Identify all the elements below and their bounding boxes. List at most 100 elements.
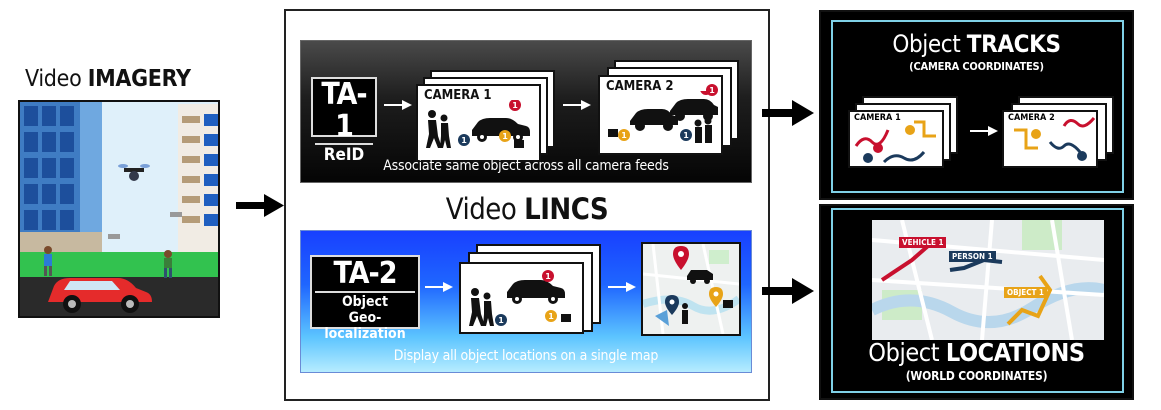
lincs-title: Video LINCS — [284, 192, 770, 226]
imagery-title-prefix: Video — [25, 66, 82, 92]
badge-navy-icon — [495, 314, 507, 326]
arrow-right-icon — [236, 194, 284, 217]
badge-gold-icon — [545, 310, 557, 322]
tracks-title-prefix: Object — [892, 30, 961, 58]
arrow-right-icon — [762, 100, 814, 126]
camera1-objects: 1 1 1 — [426, 100, 530, 148]
track-red — [854, 129, 890, 147]
svg-text:1: 1 — [545, 272, 551, 281]
pedestrian-right — [164, 250, 172, 278]
track-cam2-label: CAMERA 2 — [1008, 113, 1055, 123]
map-pin-navy-icon — [665, 295, 679, 315]
track-navy — [1048, 141, 1082, 153]
svg-text:1: 1 — [709, 86, 715, 95]
arrow-right-icon — [762, 278, 814, 304]
badge-gold-icon — [499, 130, 511, 142]
svg-text:1: 1 — [498, 316, 504, 325]
track-gold — [914, 120, 936, 138]
tracks-title: Object TRACKS — [819, 30, 1134, 58]
pedestrian-left — [44, 246, 52, 276]
camera2-card: CAMERA 2 1 1 — [598, 75, 723, 155]
map-pin-red-icon — [673, 246, 689, 270]
imagery-title-bold: IMAGERY — [87, 66, 191, 92]
badge-red-text: 1 — [512, 101, 518, 110]
arrow-small-icon — [384, 100, 412, 110]
red-car-icon — [48, 278, 152, 313]
track-cam1-card: CAMERA 1 — [848, 110, 944, 168]
locations-title: Object LOCATIONS — [819, 338, 1134, 367]
geo-map — [641, 242, 741, 336]
map-illustration — [643, 244, 739, 334]
badge-navy-text: 1 — [461, 136, 467, 145]
lincs-title-prefix: Video — [445, 192, 517, 226]
standing-people-icon — [682, 303, 688, 324]
badge-gold-text: 1 — [502, 132, 508, 141]
ta1-badge-label: TA-1 — [321, 77, 367, 144]
locations-inner-frame — [831, 208, 1124, 393]
tracks-subtitle: (CAMERA COORDINATES) — [909, 60, 1044, 73]
camera1-card: CAMERA 1 1 1 1 — [416, 84, 541, 162]
locations-title-bold: LOCATIONS — [945, 338, 1085, 367]
track-cam1-label: CAMERA 1 — [854, 113, 901, 123]
luggage-icon — [561, 314, 571, 322]
locations-subtitle: (WORLD COORDINATES) — [905, 369, 1048, 383]
geo-card-objects: 1 1 1 — [469, 270, 571, 326]
svg-text:1: 1 — [548, 312, 554, 321]
tracks-title-bold: TRACKS — [966, 30, 1061, 58]
geo-card: 1 1 1 — [459, 262, 584, 334]
object-label: OBJECT 1 — [1004, 287, 1047, 298]
tracks-inner-frame — [831, 20, 1124, 193]
car-icon — [472, 118, 530, 142]
track-cam2-card: CAMERA 2 — [1002, 110, 1098, 168]
drone-icon — [118, 164, 150, 181]
map-pin-gold-icon — [709, 287, 723, 307]
badge-red-icon — [509, 100, 521, 111]
camera1-label: CAMERA 1 — [424, 88, 492, 103]
ta2-caption: Display all object locations on a single… — [393, 348, 659, 364]
camera2-red-badge: 1 — [705, 82, 719, 101]
badge-gold-text: 1 — [621, 131, 627, 140]
track-cam2-paths — [1014, 117, 1096, 161]
luggage-icon — [608, 129, 618, 137]
ta1-badge-sub: ReID — [323, 145, 365, 165]
arrow-small-icon — [608, 282, 636, 292]
walking-people-icon — [469, 288, 494, 326]
badge-navy-icon — [680, 129, 692, 141]
vehicle-label: VEHICLE 1 — [899, 237, 947, 248]
badge-red-icon — [542, 270, 554, 282]
arrow-small-icon — [425, 282, 453, 292]
city-scene-illustration — [20, 102, 218, 316]
badge-navy-text: 1 — [683, 131, 689, 140]
car-icon — [507, 280, 565, 304]
security-camera-icons — [108, 212, 182, 239]
car-icon-2 — [630, 109, 678, 131]
camera2-label: CAMERA 2 — [606, 79, 674, 94]
ta1-badge: TA-1 ReID — [311, 77, 377, 165]
camera2-objects: 1 1 — [608, 91, 718, 143]
badge-navy-icon — [458, 134, 470, 146]
track-navy — [882, 151, 926, 164]
lincs-title-bold: LINCS — [524, 192, 609, 226]
standing-people-icon — [694, 117, 712, 143]
world-map — [872, 220, 1104, 340]
car-icon — [687, 270, 713, 284]
luggage-icon — [723, 300, 733, 308]
car-icon — [670, 99, 718, 121]
ta2-badge-sub2: Geo-localization — [324, 310, 406, 342]
video-imagery-scene — [18, 100, 220, 318]
arrow-small-icon — [970, 126, 998, 136]
object-track — [1006, 274, 1053, 326]
track-gold — [1014, 128, 1038, 150]
ta2-badge-label: TA-2 — [333, 256, 398, 291]
arrow-small-icon — [563, 100, 591, 110]
luggage-icon — [514, 140, 524, 148]
ta1-caption: Associate same object across all camera … — [383, 158, 669, 174]
badge-gold-icon — [618, 129, 630, 141]
ta2-badge-sub1: Object — [341, 294, 389, 310]
locations-title-prefix: Object — [868, 338, 940, 367]
walking-people-icon — [426, 110, 451, 148]
ta2-badge: TA-2 Object Geo-localization — [310, 255, 420, 342]
track-red — [1062, 117, 1096, 128]
track-cam1-paths — [854, 120, 936, 164]
imagery-title: Video IMAGERY — [25, 66, 225, 92]
